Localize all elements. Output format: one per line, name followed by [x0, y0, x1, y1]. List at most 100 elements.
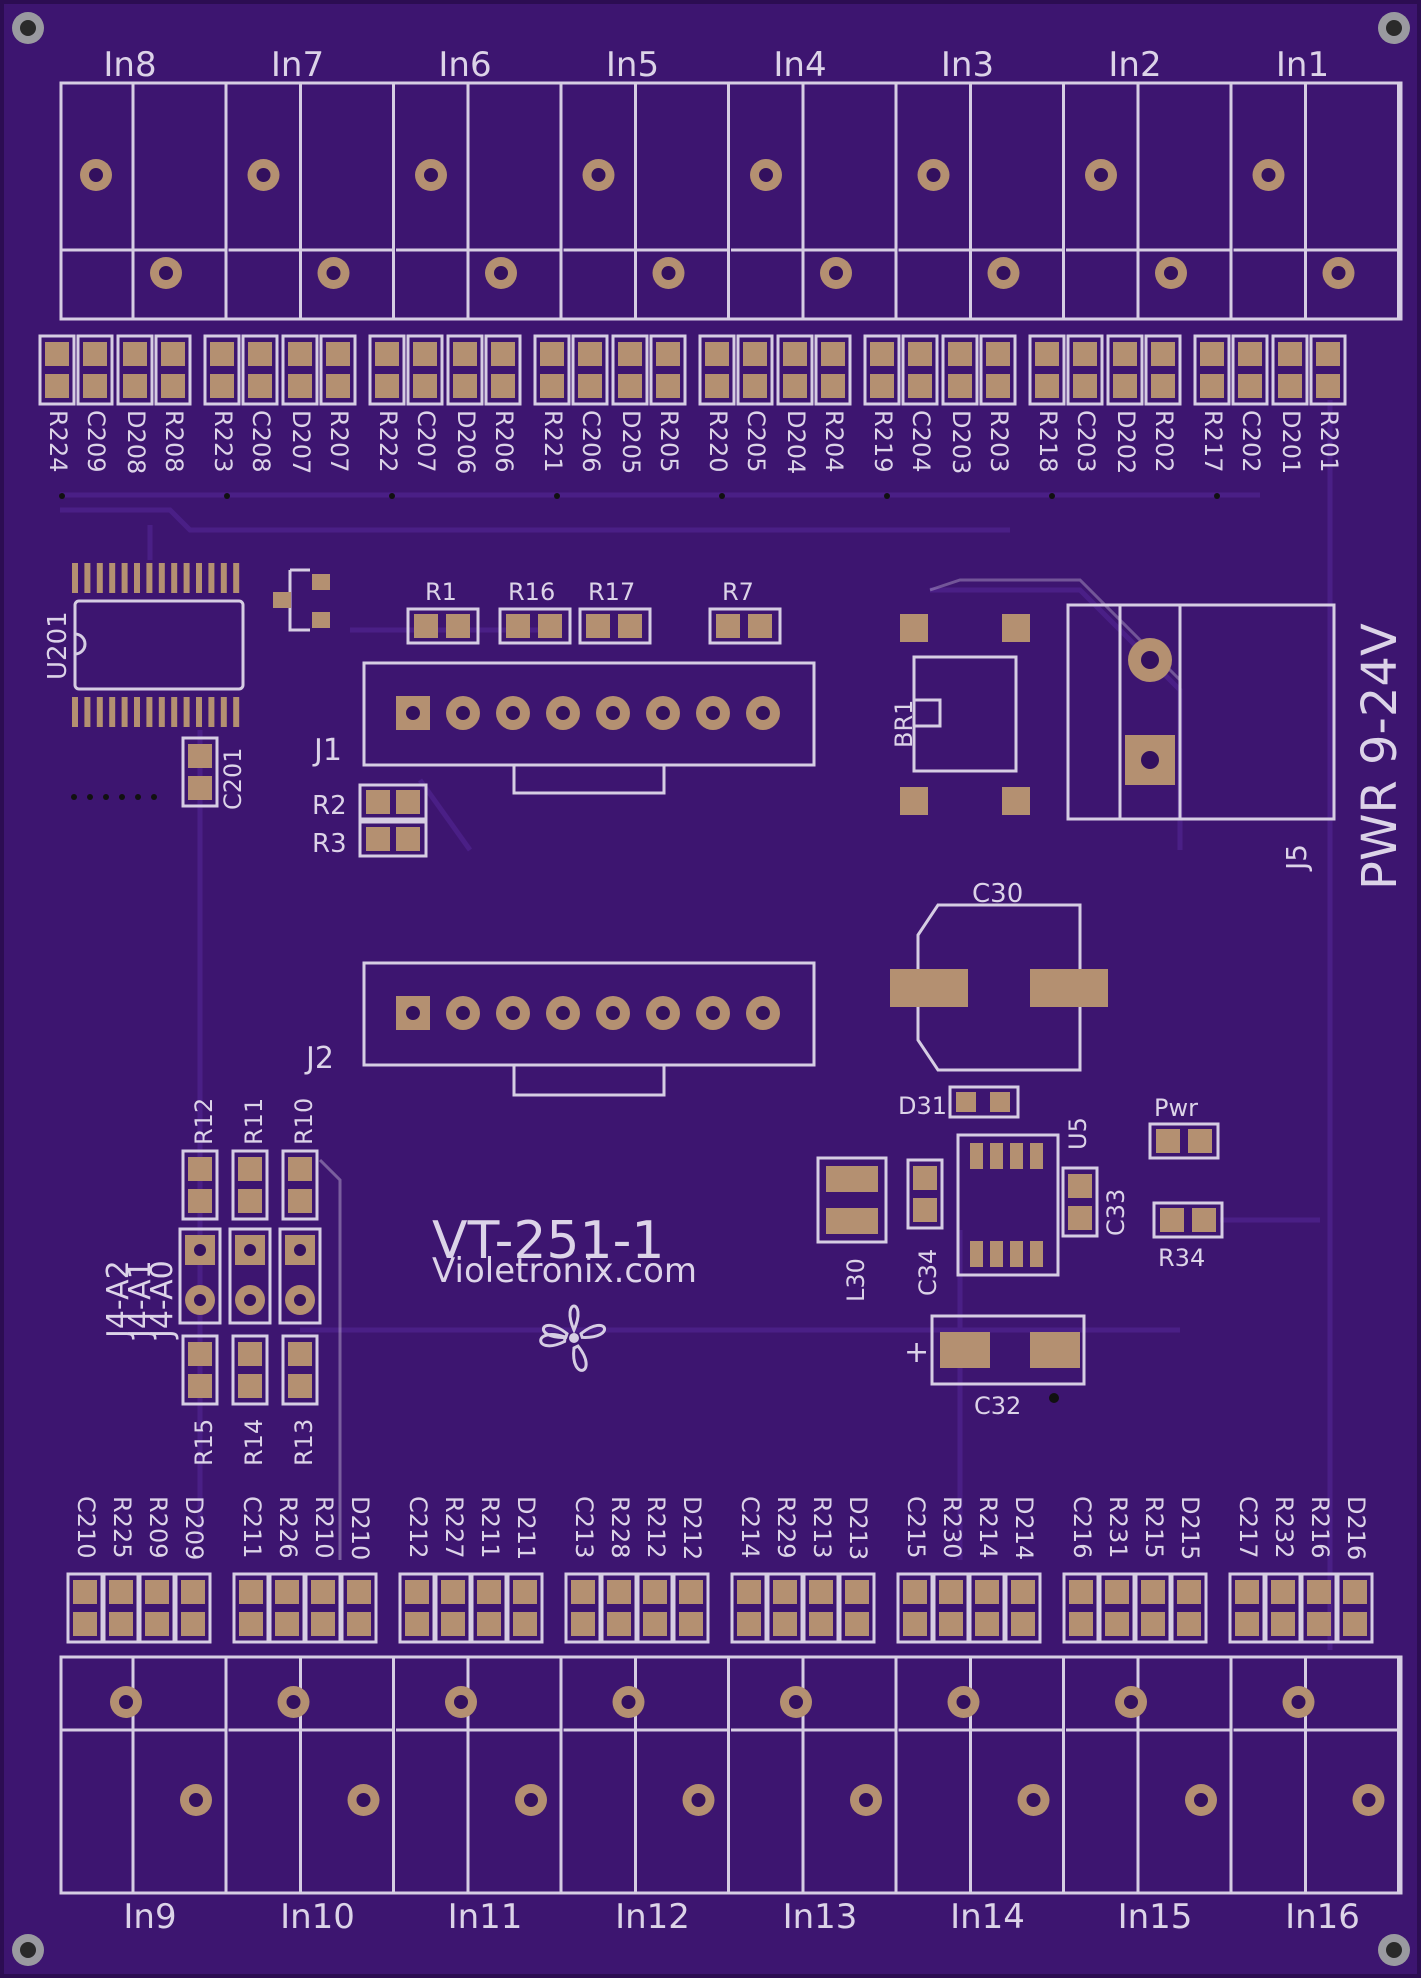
led-pwr: Pwr [1148, 1094, 1220, 1160]
bottom-terminal-block [563, 1657, 730, 1893]
bottom-smd-label: R210 [310, 1496, 338, 1558]
top-input-label: In2 [1108, 45, 1161, 85]
top-smd-label: R205 [655, 410, 683, 472]
bottom-smd-label: D212 [678, 1496, 706, 1560]
bottom-smd-label: D216 [1342, 1496, 1370, 1560]
top-smd-label: D204 [782, 410, 810, 474]
bottom-smd-label: D209 [180, 1496, 208, 1560]
r7-label: R7 [722, 578, 754, 606]
top-smd-label: R224 [44, 410, 72, 472]
cap-c34: C34 [906, 1158, 944, 1296]
bottom-input-label: In10 [280, 1897, 355, 1937]
bottom-smd-label: R231 [1104, 1496, 1132, 1558]
bottom-terminal-block [396, 1657, 563, 1893]
r17-label: R17 [588, 578, 635, 606]
bottom-smd-label: D214 [1010, 1496, 1038, 1560]
top-smd-label: R221 [539, 410, 567, 472]
r34-label: R34 [1158, 1244, 1205, 1272]
top-terminal-block [898, 83, 1065, 319]
u201-label: U201 [43, 611, 73, 680]
j1-label: J1 [312, 733, 342, 768]
bottom-smd-label: D215 [1176, 1496, 1204, 1560]
r1-label: R1 [425, 578, 457, 606]
top-smd-label: D201 [1277, 410, 1305, 474]
top-smd-label: D203 [947, 410, 975, 474]
top-smd-label: C203 [1072, 410, 1100, 473]
cap-c30: C30 [890, 879, 1108, 1072]
bottom-smd-label: C216 [1068, 1496, 1096, 1559]
top-smd-label: D208 [122, 410, 150, 474]
bottom-smd-label: R230 [938, 1496, 966, 1558]
j2-label: J2 [304, 1041, 334, 1076]
bottom-input-label: In9 [123, 1897, 176, 1937]
c33-label: C33 [1102, 1189, 1130, 1236]
resistor-r34: R34 [1152, 1201, 1224, 1272]
c32-label: C32 [974, 1392, 1021, 1420]
bottom-smd-label: R213 [808, 1496, 836, 1558]
connector-j1: J1 [312, 661, 816, 795]
bottom-smd-label: D211 [512, 1496, 540, 1560]
r15-label: R15 [190, 1419, 218, 1466]
bottom-terminal-block [1233, 1657, 1400, 1893]
j4a2-label: J4-A2 [101, 1260, 136, 1340]
top-smd-label: C207 [412, 410, 440, 473]
board-website: Violetronix.com [432, 1251, 697, 1291]
top-terminal-blocks [59, 81, 1403, 321]
bottom-smd-label: C215 [902, 1496, 930, 1559]
bottom-smd-label: C213 [570, 1496, 598, 1559]
bottom-terminal-block [1066, 1657, 1233, 1893]
flower-logo [539, 1304, 606, 1372]
diode-d31: D31 [898, 1085, 1020, 1120]
board-title: VT-251-1 [432, 1211, 664, 1271]
j4a0-label: J4-A0 [145, 1260, 180, 1340]
bottom-smd-label: R225 [108, 1496, 136, 1558]
j5-label: J5 [1280, 844, 1313, 872]
r16-label: R16 [508, 578, 555, 606]
top-smd-label: R217 [1199, 410, 1227, 472]
top-input-label: In5 [606, 45, 659, 85]
r10-label: R10 [290, 1098, 318, 1145]
top-terminal-block [396, 83, 563, 319]
inductor-l30: L30 [816, 1156, 888, 1302]
top-smd-label: R203 [985, 410, 1013, 472]
top-input-label: In6 [438, 45, 491, 85]
bottom-smd-label: R212 [642, 1496, 670, 1558]
top-smd-label: R202 [1150, 410, 1178, 472]
top-smd-label: R218 [1034, 410, 1062, 472]
bottom-smd-label: R229 [772, 1496, 800, 1558]
top-smd-label: D206 [452, 410, 480, 474]
bottom-smd-label: R227 [440, 1496, 468, 1558]
top-input-label: In4 [773, 45, 826, 85]
bottom-smd-label: R226 [274, 1496, 302, 1558]
bottom-smd-label: D213 [844, 1496, 872, 1560]
c30-label: C30 [972, 879, 1023, 909]
top-terminal-block [228, 83, 395, 319]
bottom-terminal-outline [59, 1655, 1403, 1895]
top-smd-label: C204 [907, 410, 935, 473]
r3-label: R3 [312, 829, 347, 859]
j4a1-label: J4-A1 [123, 1260, 158, 1340]
bottom-terminal-block [61, 1657, 228, 1893]
c201-label: C201 [219, 747, 247, 810]
r12-label: R12 [190, 1098, 218, 1145]
cap-c201: C201 [181, 736, 247, 810]
bottom-smd-label: R215 [1140, 1496, 1168, 1558]
c32-plus: + [904, 1335, 929, 1370]
bottom-smd-label: R209 [144, 1496, 172, 1558]
top-terminal-outline [59, 81, 1403, 321]
bottom-smd-label: C217 [1234, 1496, 1262, 1559]
top-smd-label: D207 [287, 410, 315, 474]
top-smd-label: R223 [209, 410, 237, 472]
